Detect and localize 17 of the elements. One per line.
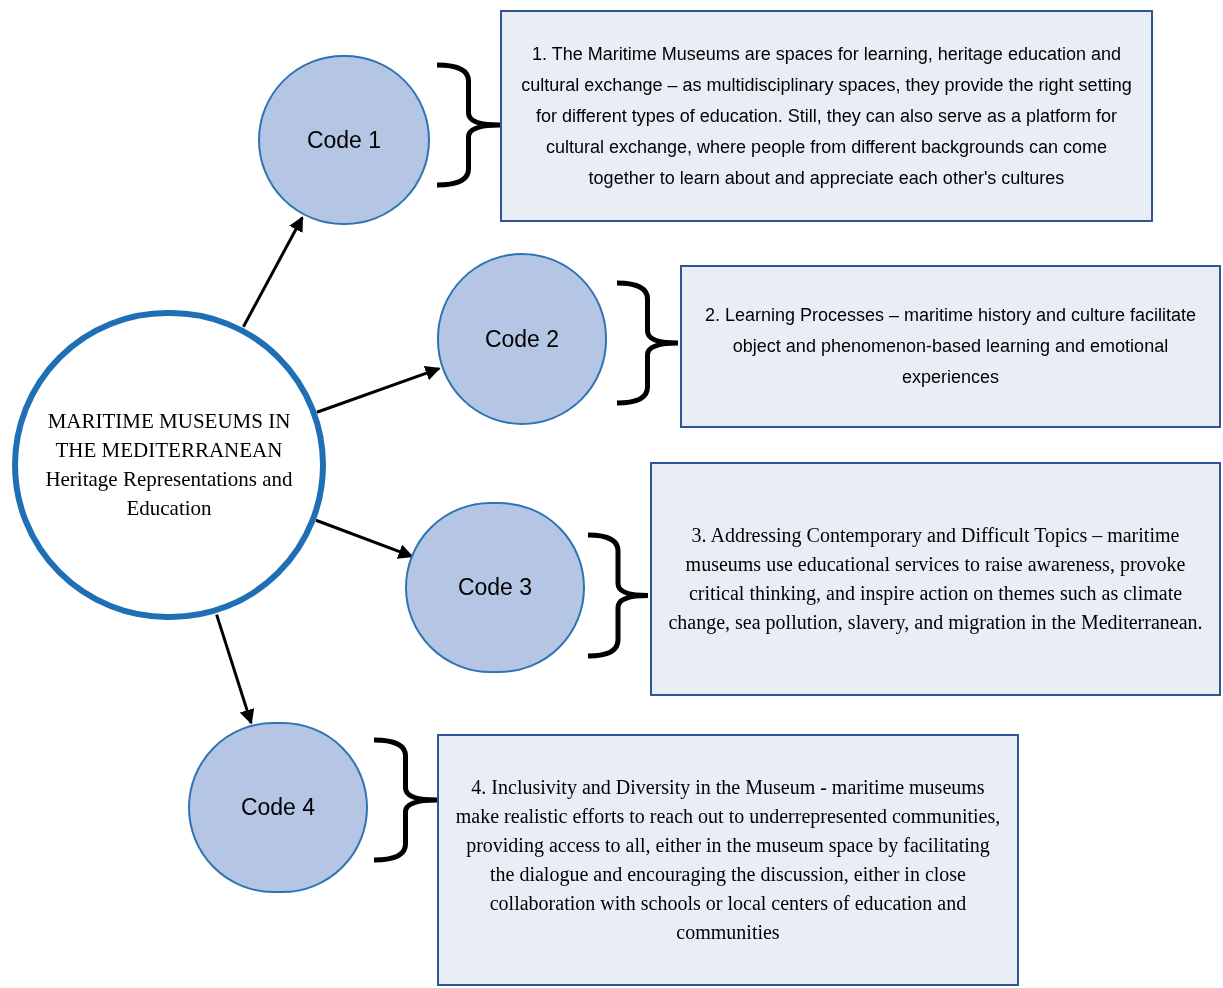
description-text: 1. The Maritime Museums are spaces for learning, heritage education and cultural exchange – as multidisciplinary spaces, they provide the right setting for different types of education. Still, they can also serve as a platform for cultural exchange, where people from different backgrounds can come together to learn about and appreciate each other's cultures: [520, 42, 1133, 190]
description-text: 3. Addressing Contemporary and Difficult Topics – maritime museums use educational services to raise awareness, provoke critical thinking, and inspire action on themes such as climate change, sea pollution, slavery, and migration in the Mediterranean.: [668, 523, 1203, 636]
description-box: [437, 734, 1019, 986]
topic-subtitle: Heritage Representations and Education: [44, 466, 294, 522]
code-label: Code 1: [306, 125, 382, 155]
code-label: Code 4: [240, 793, 316, 823]
arrow: [315, 518, 414, 559]
arrow: [242, 216, 304, 328]
code-label: Code 2: [484, 324, 560, 354]
code-label: Code 3: [457, 573, 533, 603]
topic-title: MARITIME MUSEUMS IN THE MEDITERRANEAN: [46, 408, 292, 464]
arrow: [316, 366, 441, 414]
description-box: [500, 10, 1153, 222]
description-box: [680, 265, 1221, 428]
description-box: [650, 462, 1221, 696]
description-text: 4. Inclusivity and Diversity in the Museum - maritime museums make realistic efforts to reach out to underrepresented communities, providing access to all, either in the museum space by facilitating the dialogue and encouraging the discussion, either in close collaboration with schools or local centers of education and communities: [455, 775, 1001, 945]
description-text: 2. Learning Processes – maritime history and culture facilitate object and phenomenon-based learning and emotional experiences: [703, 304, 1198, 389]
